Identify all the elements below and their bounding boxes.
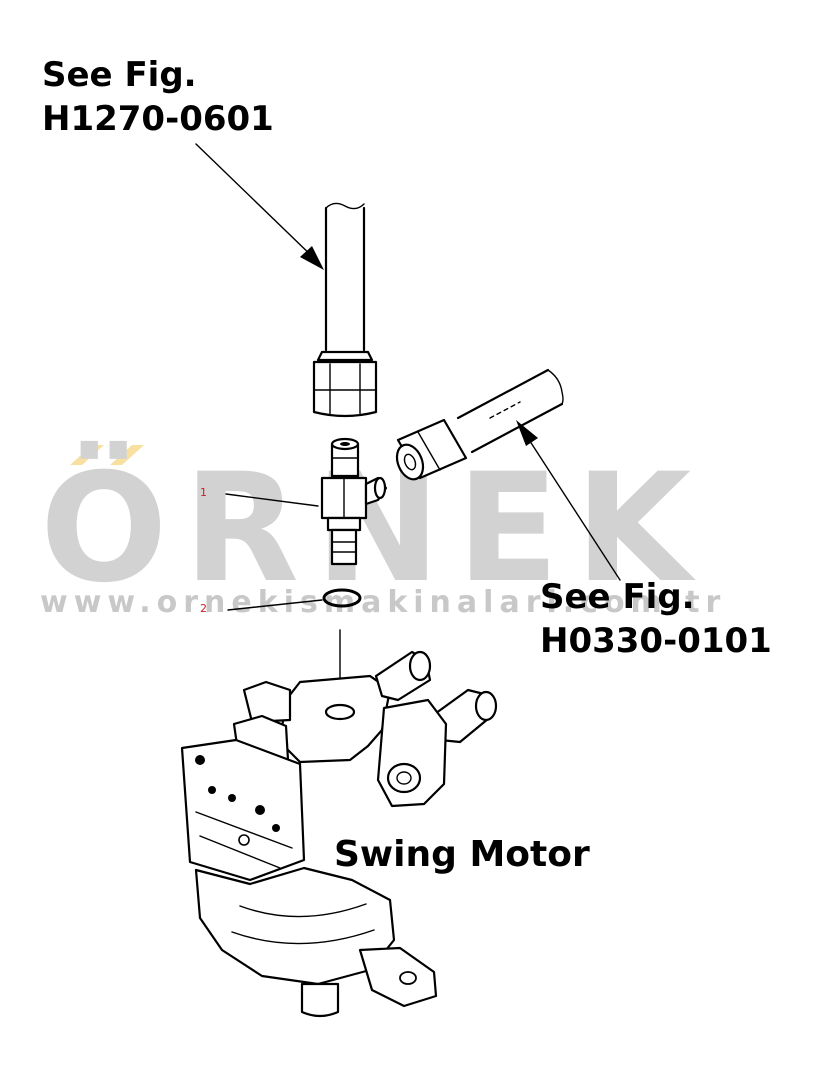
reference-top: See Fig. H1270-0601 — [42, 55, 274, 139]
watermark-url: www.ornekismakinalari.com.tr — [40, 585, 726, 620]
watermark-brand: ÖRNEK — [40, 440, 707, 616]
pipe-vertical — [316, 202, 374, 362]
reference-right-line2: H0330-0101 — [540, 621, 772, 661]
leader-arrow-top — [195, 143, 324, 270]
swing-motor-body — [180, 650, 498, 1018]
reference-right-line1: See Fig. — [540, 577, 695, 617]
watermark: ÖRNEK www.ornekismakinalari.com.tr — [40, 440, 726, 620]
pipe-nut — [312, 360, 378, 418]
watermark-umlaut-accent — [70, 445, 144, 465]
callout-number-2: 2 — [200, 602, 207, 615]
callout-number-1: 1 — [200, 486, 207, 499]
tee-fitting — [320, 437, 388, 566]
reference-right: See Fig. H0330-0101 — [540, 577, 772, 661]
reference-top-line2: H1270-0601 — [42, 99, 274, 139]
reference-top-line1: See Fig. — [42, 55, 197, 95]
pipe-angled — [395, 368, 564, 481]
leader-arrow-right — [516, 420, 621, 581]
callout-1: 1 — [200, 486, 319, 507]
swing-motor-label: Swing Motor — [334, 834, 590, 875]
o-ring — [322, 588, 362, 608]
callout-2: 2 — [200, 599, 323, 615]
